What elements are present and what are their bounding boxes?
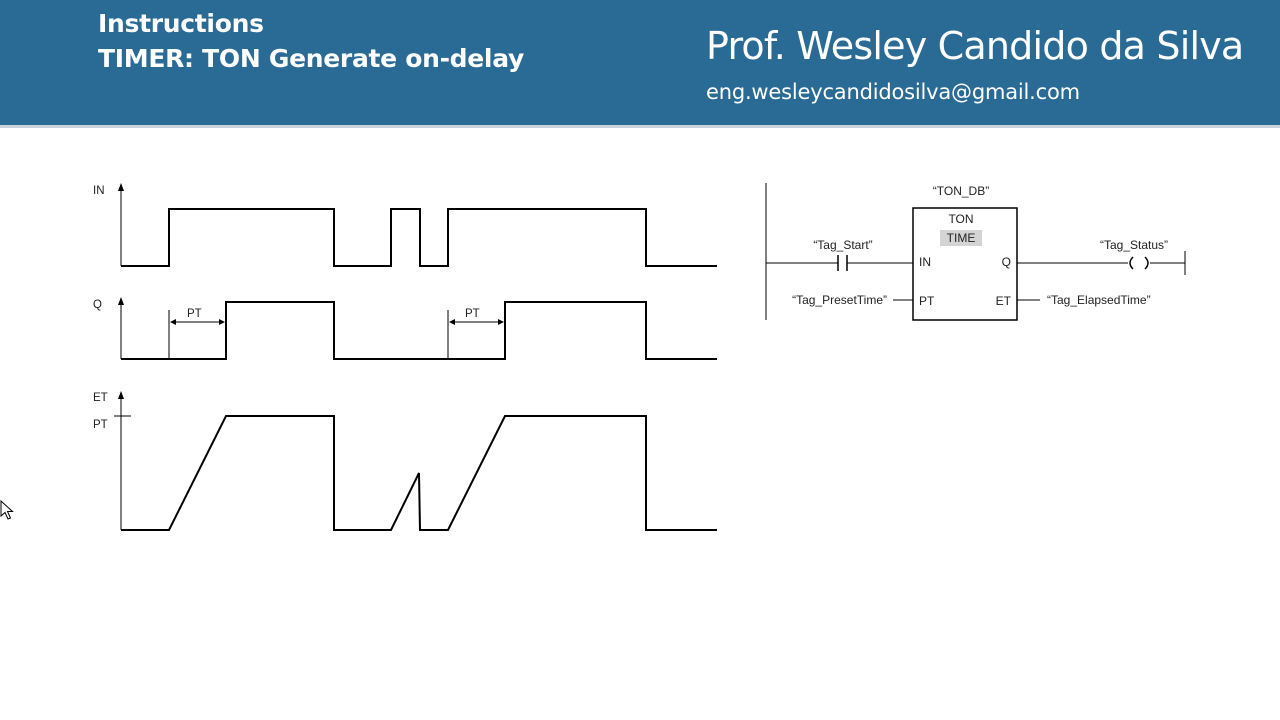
ladder-rung: “Tag_Start” “TON_DB” TON TIME IN PT Q ET… (765, 183, 1186, 321)
et-tag-label: “Tag_ElapsedTime” (1047, 293, 1151, 307)
mouse-pointer-icon (0, 500, 14, 520)
et-waveform (121, 415, 717, 531)
contact-tag-label: “Tag_Start” (813, 238, 872, 252)
in-axis-label: IN (93, 185, 105, 197)
q-axis-label: Q (93, 299, 102, 311)
author-email: eng.wesleycandidosilva@gmail.com (706, 80, 1080, 104)
data-type-highlight (940, 230, 982, 246)
et-axis-arrow-icon (118, 391, 124, 399)
instance-db-label: “TON_DB” (933, 184, 989, 198)
et-axis-label: ET (93, 392, 108, 404)
pt-interval-2-label: PT (465, 308, 480, 320)
et-signal-plot: ET PT (93, 391, 717, 531)
pin-et-label: ET (996, 294, 1012, 308)
coil-right-arc (1144, 256, 1149, 270)
ton-diagram-canvas: IN Q PT PT ET PT (93, 183, 1186, 531)
pin-q-label: Q (1002, 255, 1011, 269)
coil-tag-label: “Tag_Status” (1100, 238, 1168, 252)
in-signal-plot: IN (93, 183, 717, 267)
data-type-label: TIME (947, 231, 976, 245)
slide-content: IN Q PT PT ET PT (0, 128, 1280, 720)
author-name: Prof. Wesley Candido da Silva (706, 24, 1244, 68)
pin-pt-label: PT (919, 294, 935, 308)
slide-title-line2: TIMER: TON Generate on-delay (98, 44, 524, 73)
q-axis-arrow-icon (118, 297, 124, 305)
block-type-label: TON (948, 212, 973, 226)
et-pt-level-label: PT (93, 419, 108, 431)
coil-left-arc (1129, 256, 1134, 270)
q-waveform (121, 301, 717, 360)
ton-function-block (912, 207, 1018, 321)
in-waveform (121, 208, 717, 267)
q-signal-plot: Q PT PT (93, 297, 717, 360)
title-banner: Instructions TIMER: TON Generate on-dela… (0, 0, 1280, 128)
pt-interval-1-label: PT (187, 308, 202, 320)
slide-title-line1: Instructions (98, 9, 264, 38)
in-axis-arrow-icon (118, 183, 124, 191)
pt-tag-label: “Tag_PresetTime” (792, 293, 887, 307)
pin-in-label: IN (919, 255, 931, 269)
